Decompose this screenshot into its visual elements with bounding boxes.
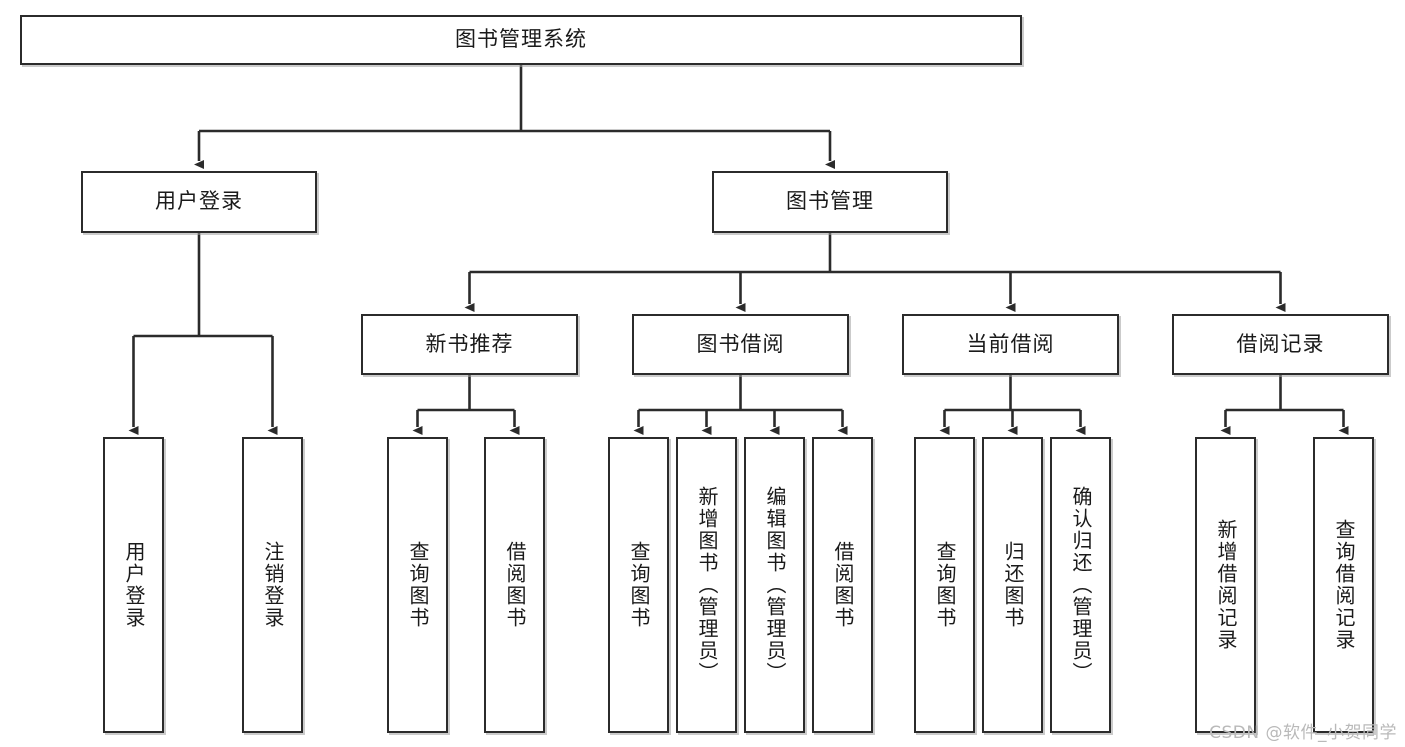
node-label: 查询图书: [406, 541, 430, 629]
node-label: 查询图书: [933, 541, 957, 629]
node-leaf-add-record[interactable]: 新增借阅记录: [1195, 437, 1256, 733]
node-leaf-query-book-1[interactable]: 查询图书: [387, 437, 448, 733]
node-book-borrow[interactable]: 图书借阅: [632, 314, 849, 375]
node-new-book-rec[interactable]: 新书推荐: [361, 314, 578, 375]
node-label: 当前借阅: [966, 331, 1055, 356]
node-label: 用户登录: [122, 541, 146, 629]
node-label: 图书管理系统: [455, 27, 587, 52]
node-label: 归还图书: [1001, 541, 1025, 629]
node-label: 借阅图书: [831, 541, 855, 629]
edge-layer: [128, 65, 1349, 435]
node-leaf-confirm-return[interactable]: 确认归还（管理员）: [1050, 437, 1111, 733]
node-label: 新增借阅记录: [1214, 519, 1238, 651]
node-leaf-edit-book[interactable]: 编辑图书（管理员）: [744, 437, 805, 733]
node-borrow-record[interactable]: 借阅记录: [1172, 314, 1389, 375]
node-label: 借阅图书: [503, 541, 527, 629]
node-leaf-return-book[interactable]: 归还图书: [982, 437, 1043, 733]
node-label: 图书借阅: [696, 331, 785, 356]
node-label: 查询图书: [627, 541, 651, 629]
node-label: 图书管理: [786, 189, 874, 214]
node-leaf-query-book-2[interactable]: 查询图书: [608, 437, 669, 733]
node-label: 新增图书（管理员）: [695, 486, 719, 684]
node-leaf-query-book-3[interactable]: 查询图书: [914, 437, 975, 733]
node-leaf-user-login[interactable]: 用户登录: [103, 437, 164, 733]
node-label: 新书推荐: [425, 331, 514, 356]
node-leaf-query-record[interactable]: 查询借阅记录: [1313, 437, 1374, 733]
node-label: 编辑图书（管理员）: [763, 486, 787, 684]
node-root[interactable]: 图书管理系统: [20, 15, 1022, 65]
node-leaf-user-logout[interactable]: 注销登录: [242, 437, 303, 733]
node-label: 确认归还（管理员）: [1069, 486, 1093, 684]
node-leaf-borrow-book-2[interactable]: 借阅图书: [812, 437, 873, 733]
node-label: 借阅记录: [1236, 331, 1325, 356]
node-leaf-borrow-book-1[interactable]: 借阅图书: [484, 437, 545, 733]
node-label: 查询借阅记录: [1332, 519, 1356, 651]
node-current-borrow[interactable]: 当前借阅: [902, 314, 1119, 375]
node-book-manage[interactable]: 图书管理: [712, 171, 948, 233]
node-user-login[interactable]: 用户登录: [81, 171, 317, 233]
node-label: 用户登录: [155, 189, 243, 214]
node-label: 注销登录: [261, 541, 285, 629]
node-leaf-add-book[interactable]: 新增图书（管理员）: [676, 437, 737, 733]
